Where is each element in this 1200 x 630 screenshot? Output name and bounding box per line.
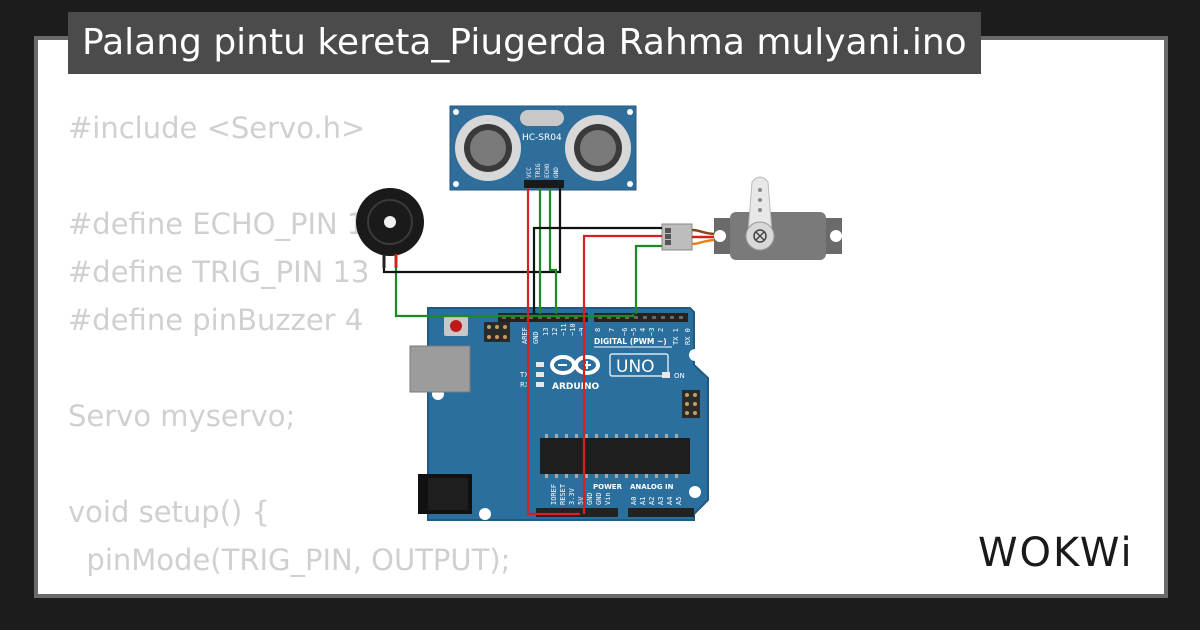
code-background: #include <Servo.h> #define ECHO_PIN 12 #de… (68, 104, 510, 594)
pin-label: A0 (630, 497, 638, 505)
pin-label: ~5 (630, 328, 638, 336)
pin-label: 8 (594, 328, 602, 332)
analog-header[interactable] (628, 508, 694, 517)
sensor-pin-label: TRIG (535, 163, 542, 178)
power-header[interactable] (536, 508, 618, 517)
wire-servo-gnd (532, 226, 662, 314)
pin-label: ~10 (569, 323, 577, 336)
code-line: #define TRIG_PIN 13 (68, 255, 370, 289)
pin-label: ~11 (560, 323, 568, 336)
code-line: pinMode(ECHO_PIN, INPUT); (68, 584, 510, 594)
usb-port (409, 345, 471, 393)
digital-header-right[interactable] (594, 313, 688, 322)
header-pins (502, 316, 683, 319)
logo-text: WOKWi (978, 530, 1134, 576)
pin-label: A3 (657, 497, 665, 505)
code-line: pinMode(TRIG_PIN, OUTPUT); (68, 543, 511, 577)
pin-label: RX 0 (684, 328, 692, 345)
icsp-header (484, 322, 510, 342)
mount-hole (689, 349, 701, 361)
arduino-brand: ARDUINO (552, 382, 600, 392)
on-led (662, 372, 670, 378)
l-led (536, 362, 544, 367)
pin-label: 2 (657, 328, 665, 332)
pin-label: 12 (551, 328, 559, 336)
hc-sr04-sensor[interactable]: HC-SR04 VCC TRIG ECHO GND (449, 105, 637, 191)
pin-label: ~9 (578, 328, 586, 336)
pin-label: RESET (559, 483, 567, 505)
analog-label: ANALOG IN (630, 483, 674, 491)
power-label: POWER (593, 483, 623, 491)
pin-label: 3.3V (568, 487, 576, 505)
wire-sensor-echo (548, 188, 558, 314)
wokwi-logo: WOKWi (978, 530, 1134, 576)
code-line: Servo myservo; (68, 399, 296, 433)
sensor-pin-label: VCC (526, 167, 533, 178)
pin-label: 4 (639, 328, 647, 332)
pin-label: ~3 (648, 328, 656, 336)
wires (382, 188, 662, 516)
pin-label: 5V (577, 496, 585, 505)
servo-motor[interactable] (661, 176, 842, 260)
digital-header-left[interactable] (498, 313, 588, 322)
icsp-header-2 (682, 390, 700, 418)
pin-label: 13 (542, 328, 550, 336)
arduino-uno-board[interactable]: AREF GND 13 12 ~11 ~10 ~9 8 7 ~6 ~5 4 ~3… (409, 307, 709, 521)
pin-label: 7 (608, 328, 616, 332)
mount-hole (479, 508, 491, 520)
rx-led (536, 382, 544, 387)
wire-buzzer-gnd (382, 188, 562, 274)
tx-led (536, 372, 544, 377)
buzzer[interactable] (356, 188, 424, 268)
sensor-pin-label: GND (553, 167, 560, 178)
wire-servo-signal (634, 244, 662, 314)
on-label: ON (674, 372, 685, 380)
uno-badge (609, 353, 669, 377)
crystal (520, 110, 564, 126)
pin-label: ~6 (621, 328, 629, 336)
pin-label: A1 (639, 497, 647, 505)
code-line: #include <Servo.h> (68, 111, 366, 145)
tx-label: TX (519, 371, 529, 379)
wire-servo-vcc (582, 234, 662, 514)
pin-label: A5 (675, 497, 683, 505)
board-name: UNO (616, 357, 655, 377)
pin-label: IOREF (550, 484, 558, 505)
wire-sensor-vcc (526, 188, 580, 516)
digital-label: DIGITAL (PWM ~) (594, 337, 667, 346)
pin-label: GND (595, 492, 603, 505)
page-title: Palang pintu kereta_Piugerda Rahma mulya… (68, 12, 981, 74)
code-line: #define pinBuzzer 4 (68, 303, 364, 337)
rx-label: RX (520, 381, 530, 389)
wire-buzzer-signal (394, 268, 635, 318)
pin-label: A4 (666, 497, 674, 505)
mount-hole (689, 486, 701, 498)
pin-label: GND (532, 331, 540, 344)
sensor-label: HC-SR04 (522, 133, 562, 143)
pin-label: AREF (521, 327, 529, 344)
code-line: #define ECHO_PIN 12 (68, 207, 384, 241)
code-line: void setup() { (68, 495, 270, 529)
pin-label: TX 1 (672, 328, 680, 345)
pin-label: Vin (604, 492, 612, 505)
pin-label: GND (586, 492, 594, 505)
atmega-chip (540, 438, 690, 474)
pin-label: A2 (648, 497, 656, 505)
sensor-pin-label: ECHO (544, 163, 551, 178)
